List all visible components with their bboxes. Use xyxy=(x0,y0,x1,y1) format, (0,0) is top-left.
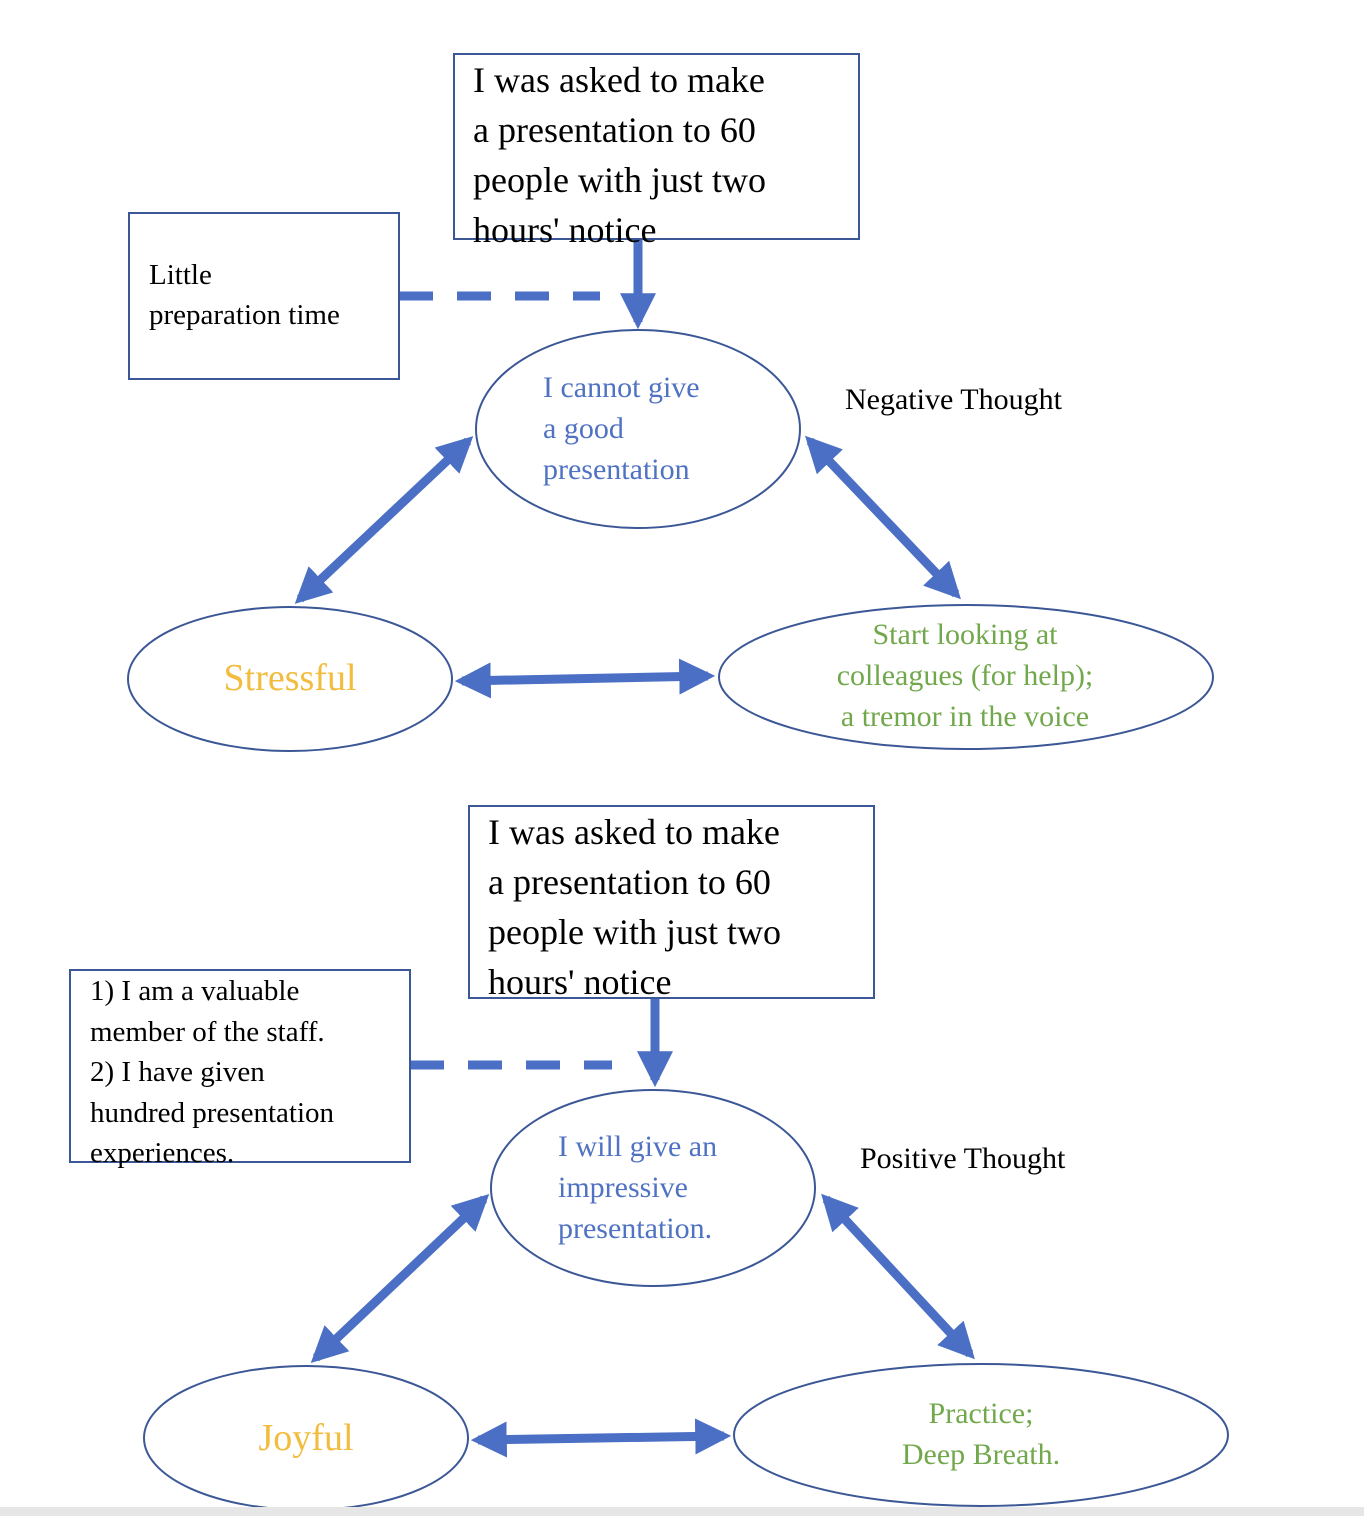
bottom-thought-text: I will give an impressive presentation. xyxy=(558,1130,718,1245)
top-emotion-text: Stressful xyxy=(223,657,357,699)
bottom-behavior-text: Practice; Deep Breath. xyxy=(901,1397,1061,1471)
bottom-behavior-ellipse xyxy=(733,1363,1229,1507)
top-event-box: I was asked to make a presentation to 60… xyxy=(453,53,860,250)
top-thought-text: I cannot give a good presentation xyxy=(543,371,700,486)
bottom-event-box: I was asked to make a presentation to 60… xyxy=(468,805,875,1002)
bottom-thought-label: Positive Thought xyxy=(860,1142,1066,1175)
top-thought-emotion-arrow xyxy=(294,436,474,604)
bottom-thought-ellipse xyxy=(490,1089,816,1287)
top-thought-behavior-arrow xyxy=(805,435,961,600)
top-behavior-ellipse xyxy=(718,604,1214,750)
bottom-emotion-text: Joyful xyxy=(258,1417,354,1459)
top-thought-label: Negative Thought xyxy=(845,383,1062,416)
top-behavior-text: Start looking at colleagues (for help); … xyxy=(836,618,1094,733)
window-bottom-edge xyxy=(0,1507,1364,1516)
bottom-thought-emotion-arrow xyxy=(310,1194,490,1363)
bottom-evidence-box: 1) I am a valuable member of the staff. … xyxy=(69,969,411,1169)
top-emotion-behavior-arrow xyxy=(454,658,716,699)
top-thought-ellipse xyxy=(475,329,801,529)
bottom-emotion-behavior-arrow xyxy=(470,1418,732,1458)
bottom-thought-behavior-arrow xyxy=(821,1193,975,1360)
top-emotion-ellipse xyxy=(127,606,453,752)
top-evidence-box: Little preparation time xyxy=(128,212,400,380)
